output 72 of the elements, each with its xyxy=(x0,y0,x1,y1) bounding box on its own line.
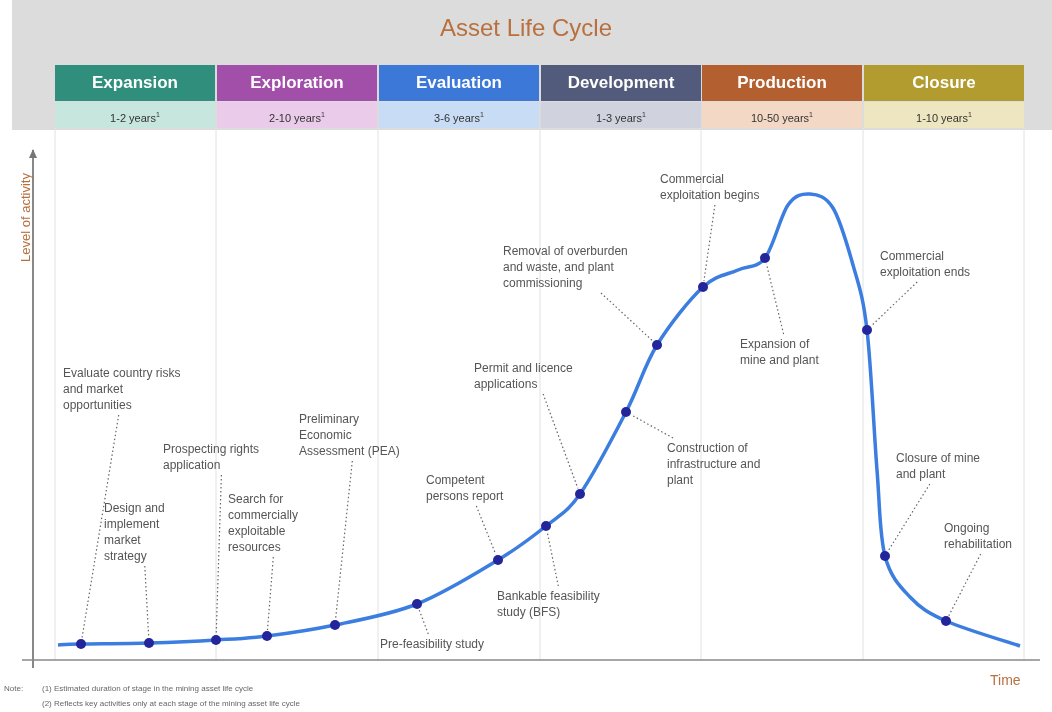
leader-line xyxy=(948,553,982,617)
activity-label: Commercial exploitation ends xyxy=(880,248,992,280)
note-label: Note: xyxy=(4,684,24,693)
leader-line xyxy=(887,483,931,552)
stage-header xyxy=(55,65,215,128)
curve-dot xyxy=(862,325,872,335)
duration-label: 2-10 years$^{1}$ xyxy=(217,102,377,128)
curve-dot xyxy=(493,555,503,565)
title: Asset Life Cycle xyxy=(438,14,614,42)
curve-dot xyxy=(262,631,272,641)
duration-label: 1-3 years$^{1}$ xyxy=(541,102,701,128)
stage-header xyxy=(864,65,1024,128)
leader-line xyxy=(870,281,918,327)
axis-title: Time xyxy=(990,672,1021,688)
leader-line xyxy=(266,556,274,631)
curve-dot xyxy=(541,521,551,531)
activity-label: Competent persons report xyxy=(426,472,512,504)
leader-line xyxy=(703,204,716,282)
leader-line xyxy=(81,414,120,639)
curve-dot xyxy=(144,638,154,648)
curve-dot xyxy=(76,639,86,649)
curve-dot xyxy=(760,253,770,263)
activity-label: Preliminary Economic Assessment (PEA) xyxy=(299,411,411,459)
note-text: (2) Reflects key activities only at each stage of the mining asset life cycle xyxy=(42,699,300,708)
curve-dot xyxy=(412,599,422,609)
leader-line xyxy=(335,460,353,620)
stage-label: Development xyxy=(541,65,701,101)
curve-dot xyxy=(652,340,662,350)
activity-label: Search for commercially exploitable resources xyxy=(228,491,324,555)
stage-header xyxy=(541,65,701,128)
duration-label: 10-50 years$^{1}$ xyxy=(702,102,862,128)
leader-line xyxy=(546,531,559,587)
stage-label: Evaluation xyxy=(379,65,539,101)
activity-label: Prospecting rights application xyxy=(163,441,281,473)
stage-label: Exploration xyxy=(217,65,377,101)
activity-label: Ongoing rehabilitation xyxy=(944,520,1036,552)
activity-label: Pre-feasibility study xyxy=(380,636,485,652)
duration-label: 1-2 years$^{1}$ xyxy=(55,102,215,128)
leader-line xyxy=(215,474,222,635)
stage-label: Production xyxy=(702,65,862,101)
activity-label: Construction of infrastructure and plant xyxy=(667,440,773,488)
axis-title: Level of activity xyxy=(17,172,33,264)
duration-label: 1-10 years$^{1}$ xyxy=(864,102,1024,128)
activity-label: Permit and licence applications xyxy=(474,360,599,392)
leader-line xyxy=(630,414,674,439)
activity-label: Bankable feasibility study (BFS) xyxy=(497,588,627,620)
note-text: (1) Estimated duration of stage in the mining asset life cycle xyxy=(42,684,254,693)
activity-label: Closure of mine and plant xyxy=(896,450,986,482)
curve-dot xyxy=(698,282,708,292)
activity-label: Design and implement market strategy xyxy=(104,500,182,564)
duration-label: 3-6 years$^{1}$ xyxy=(379,102,539,128)
leader-line xyxy=(542,393,579,489)
stage-header xyxy=(217,65,377,128)
stage-header xyxy=(379,65,539,128)
curve-dot xyxy=(880,551,890,561)
curve-dot xyxy=(575,489,585,499)
leader-line xyxy=(475,505,497,555)
activity-label: Commercial exploitation begins xyxy=(660,171,775,203)
stage-label: Expansion xyxy=(55,65,215,101)
stage-label: Closure xyxy=(864,65,1024,101)
leader-line xyxy=(144,565,150,638)
curve-dot xyxy=(330,620,340,630)
leader-line xyxy=(765,263,785,335)
activity-label: Evaluate country risks and market opportunities xyxy=(63,365,183,413)
activity-label: Expansion of mine and plant xyxy=(740,336,836,368)
activity-label: Removal of overburden and waste, and plant commissioning xyxy=(503,243,643,291)
leader-line xyxy=(418,609,429,635)
leader-line xyxy=(600,292,654,342)
curve-dot xyxy=(211,635,221,645)
curve-dot xyxy=(621,407,631,417)
curve-dot xyxy=(941,616,951,626)
stage-header xyxy=(702,65,862,128)
